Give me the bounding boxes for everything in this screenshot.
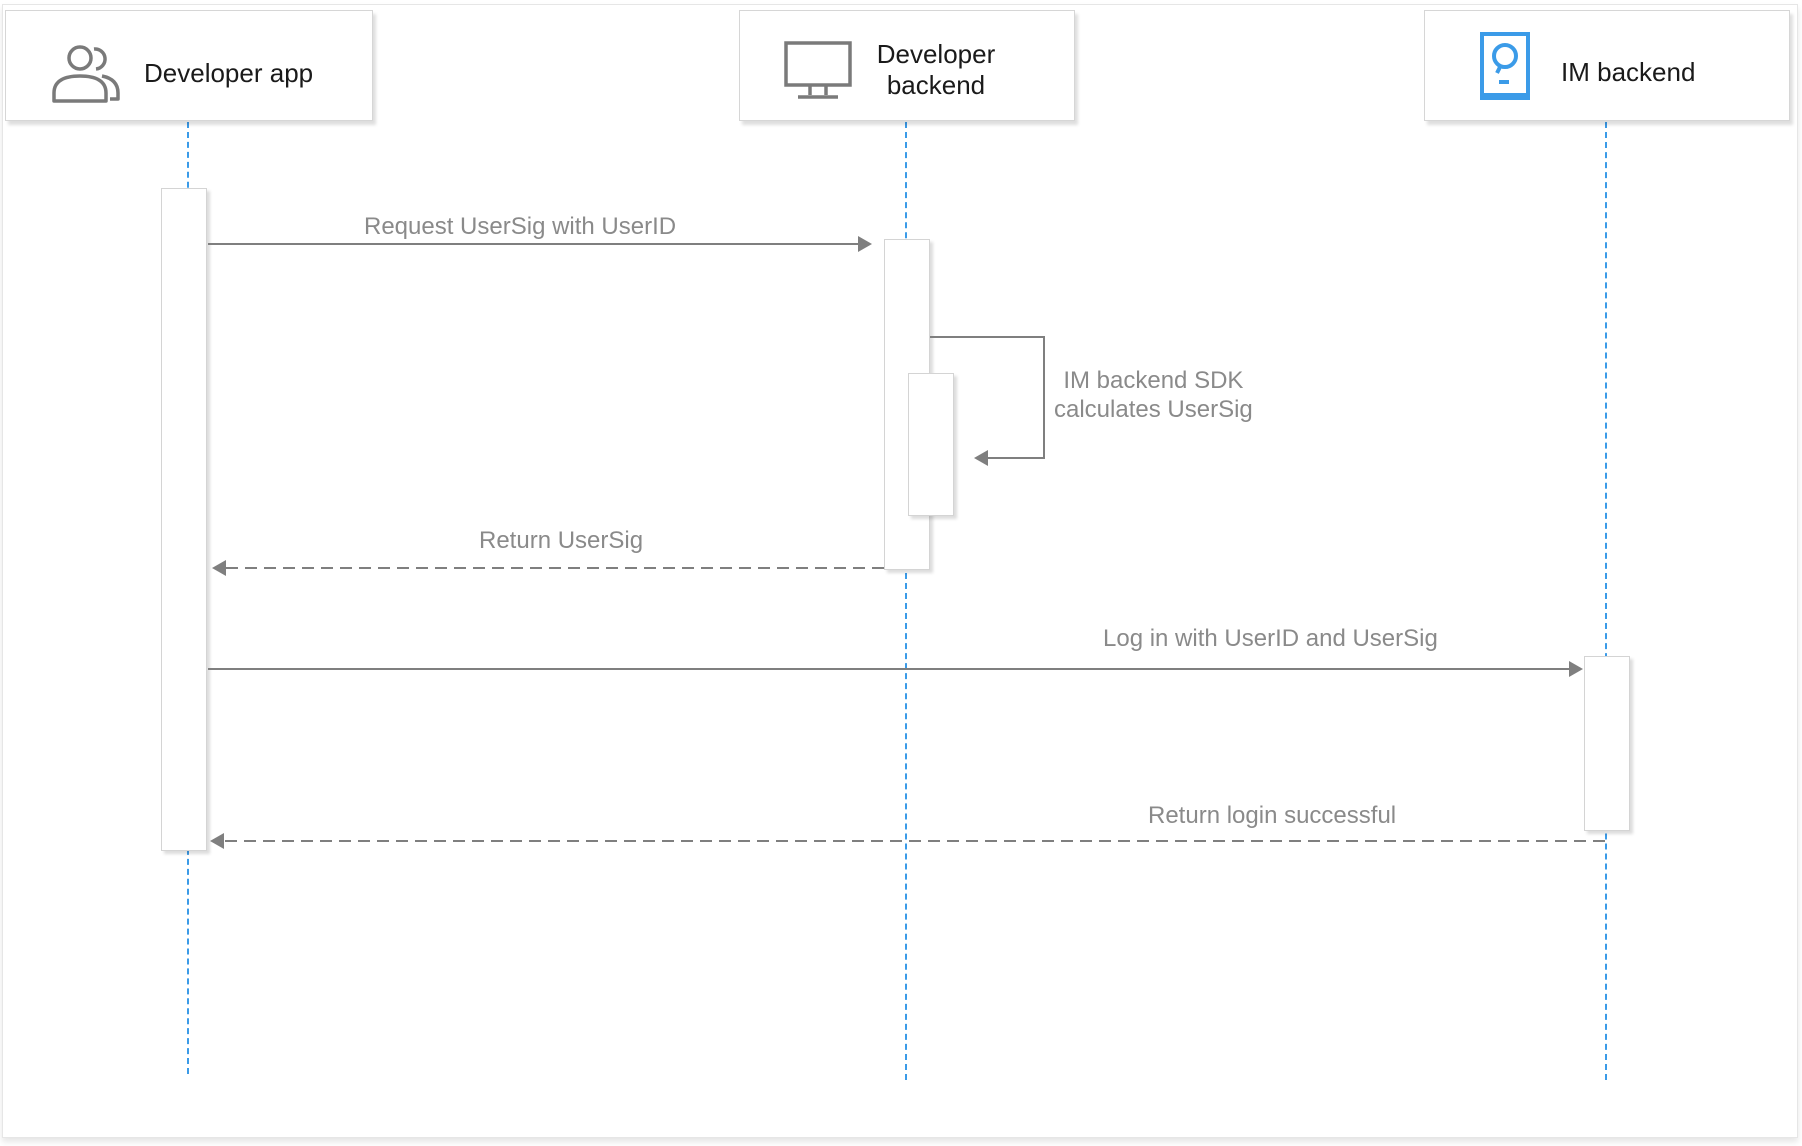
participant-label-developer-app: Developer app — [144, 58, 314, 88]
server-icon — [1479, 31, 1533, 108]
activation-developer-app — [161, 188, 207, 851]
arrowhead-request-usersig — [858, 236, 872, 252]
diagram-frame — [2, 4, 1798, 1138]
users-icon — [50, 43, 122, 110]
participant-developer-backend: Developer backend — [739, 10, 1075, 121]
message-label-login: Log in with UserID and UserSig — [1103, 625, 1438, 652]
lifeline-im-backend — [1605, 122, 1607, 1080]
message-label-return-login-successful: Return login successful — [1148, 802, 1397, 829]
participant-label-im-backend: IM backend — [1561, 57, 1696, 87]
arrowhead-self-call-calculate — [974, 450, 988, 466]
message-label-return-usersig: Return UserSig — [479, 527, 644, 554]
activation-sdk-calculation — [908, 373, 954, 516]
message-label-sdk-calculates: IM backend SDK calculates UserSig — [1054, 367, 1253, 423]
participant-im-backend: IM backend — [1424, 10, 1790, 121]
participant-developer-app: Developer app — [5, 10, 373, 121]
lifeline-developer-backend — [905, 122, 907, 1080]
activation-im-backend — [1584, 656, 1630, 831]
arrowhead-login — [1569, 661, 1583, 677]
arrowhead-return-usersig — [212, 560, 226, 576]
monitor-icon — [784, 41, 852, 106]
arrowhead-return-login-successful — [210, 833, 224, 849]
message-label-request-usersig: Request UserSig with UserID — [364, 213, 677, 240]
participant-label-developer-backend: Developer backend — [876, 39, 996, 100]
arrow-self-call-calculate — [930, 336, 1045, 459]
